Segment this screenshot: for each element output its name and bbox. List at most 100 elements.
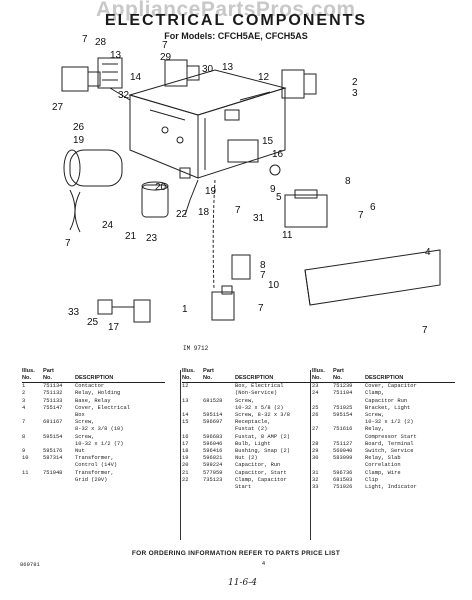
part-number-cell [333, 398, 365, 405]
part-number-cell [333, 462, 365, 469]
figure-id: IM 9712 [183, 345, 209, 352]
description-cell: Bushing, Snap (2) [235, 448, 290, 455]
callout-6: 6 [370, 202, 376, 213]
description-cell: Box [75, 412, 85, 418]
callout-24: 24 [102, 220, 114, 231]
illus-cell: 25 [312, 404, 319, 411]
electrical-cover-shape [304, 249, 441, 306]
illus-cell [312, 462, 333, 469]
watermark: AppliancePartsPros.com [96, 0, 356, 21]
part-number-cell: 751104 [333, 390, 353, 397]
callout-12: 12 [258, 72, 270, 83]
description-cell: Cover, Capacitor [365, 383, 417, 390]
exploded-parts-diagram: 7 28 13 14 27 32 7 29 30 13 12 2 3 26 19… [52, 34, 441, 336]
page-number: 4 [262, 561, 266, 567]
description-cell: Correlation [365, 462, 401, 469]
part-number-cell [203, 405, 235, 412]
description-cell: Clamp, Capacitor [235, 476, 287, 483]
illus-cell [182, 484, 203, 491]
description-cell: Base, Relay [75, 397, 111, 404]
parts-row: Compressor Start [312, 434, 455, 441]
part-number-cell: 583099 [333, 455, 353, 462]
part-number-cell [43, 412, 75, 419]
description-cell: Capacitor Run [365, 397, 408, 404]
description-cell: Relay, Slab [365, 455, 401, 462]
transformer-grid-shape [284, 194, 328, 228]
part-number-cell: 751616 [333, 426, 353, 433]
callout-8-a: 8 [345, 176, 351, 187]
callout-3: 3 [352, 88, 358, 99]
electrical-box-side [197, 87, 286, 179]
description-cell: Fustat, 8 AMP (2) [235, 433, 290, 440]
page-title: ELECTRICAL COMPONENTS [104, 12, 368, 29]
illus-cell: 12 [182, 383, 189, 390]
part-number-cell: 751133 [43, 397, 63, 404]
illus-cell: 27 [312, 426, 319, 433]
callout-5: 5 [276, 192, 282, 203]
callout-8-b: 8 [260, 260, 266, 271]
illus-cell: 4 [22, 404, 26, 411]
callout-32: 32 [118, 90, 130, 101]
parts-row: Box [22, 412, 165, 419]
part-number-cell [203, 390, 235, 397]
description-cell: Switch, Service [365, 448, 414, 455]
callout-9: 9 [270, 184, 276, 195]
description-cell: Screw, 8-32 x 3/8 [235, 412, 290, 418]
illus-cell [22, 412, 43, 419]
illus-cell [312, 434, 333, 441]
callout-31: 31 [253, 213, 265, 224]
description-cell: Start [235, 484, 252, 491]
callout-26: 26 [73, 122, 85, 133]
callout-22: 22 [176, 209, 188, 220]
callout-7-h: 7 [258, 303, 264, 314]
illus-cell: 2 [22, 390, 26, 397]
part-number-cell: 596736 [333, 469, 353, 476]
part-number-cell: 751925 [333, 404, 353, 411]
illus-cell: 22 [182, 476, 189, 483]
callout-19-a: 19 [73, 135, 85, 146]
illus-cell [312, 398, 333, 405]
part-number-cell: 595114 [203, 412, 223, 418]
part-number-cell [203, 484, 235, 491]
illus-cell: 1 [22, 383, 26, 390]
part-number-cell: 595154 [43, 433, 63, 440]
description-cell: Clamp, [365, 390, 385, 397]
illus-cell: 20 [182, 462, 189, 469]
parts-row: 8-32 x 3/8 (10) [22, 426, 165, 433]
illus-cell: 18 [182, 448, 189, 455]
description-cell: Board, Terminal [365, 440, 414, 447]
illus-cell: 19 [182, 455, 189, 462]
callout-7-f: 7 [260, 270, 266, 281]
part-number-cell: 596021 [203, 455, 223, 462]
description-cell: Transformer, [75, 469, 114, 476]
illus-cell [182, 405, 203, 412]
parts-row: Capacitor Run [312, 398, 455, 405]
callout-21: 21 [125, 231, 137, 242]
start-capacitor-shape [141, 184, 169, 218]
ordering-note: FOR ORDERING INFORMATION REFER TO PARTS … [131, 550, 341, 557]
callout-7-b: 7 [162, 40, 168, 51]
callout-23: 23 [146, 233, 158, 244]
illus-cell: 9 [22, 448, 26, 455]
illus-cell: 10 [22, 455, 29, 462]
illus-cell: 32 [312, 476, 319, 483]
callout-13: 13 [110, 50, 122, 61]
illus-cell: 31 [312, 469, 319, 476]
part-number-cell: 751926 [333, 484, 353, 491]
part-number-cell: 751132 [43, 390, 63, 397]
part-number-cell: 595154 [333, 412, 353, 418]
illus-cell: 17 [182, 440, 189, 447]
